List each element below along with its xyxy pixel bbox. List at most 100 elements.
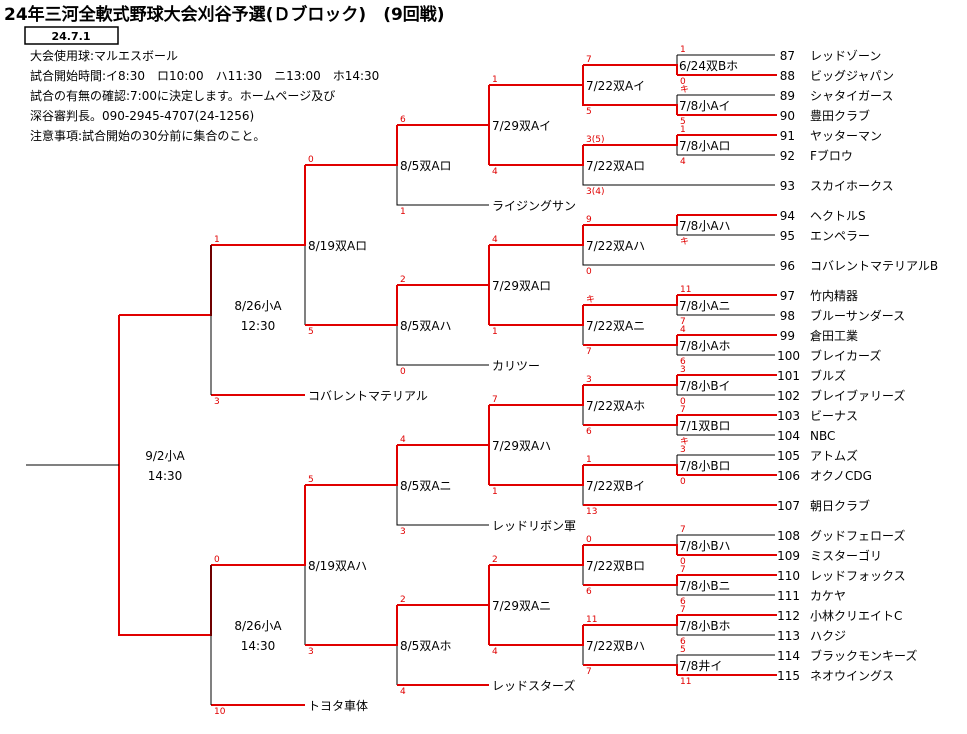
score: 1 (680, 45, 686, 55)
match-label: 7/8小Aホ (679, 339, 731, 353)
score: 0 (586, 535, 592, 545)
team-number: 108 (777, 529, 800, 543)
score: 6 (680, 637, 686, 647)
page-title: 24年三河全軟式野球大会刈谷予選(Ｄブロック) (9回戦) (4, 4, 445, 25)
team-name: レッドゾーン (810, 49, 881, 63)
match-label: 7/22双Aロ (586, 159, 645, 173)
match-label: 7/8小Aロ (679, 139, 731, 153)
score: 0 (400, 367, 406, 377)
score: 1 (586, 455, 592, 465)
score: 6 (586, 427, 592, 437)
kiken-mark: キ (680, 85, 689, 95)
team-number: 92 (780, 149, 795, 163)
seed-team-name: レッドリボン軍 (492, 519, 576, 533)
date-box-text: 24.7.1 (52, 30, 91, 43)
team-name: ブレイカーズ (810, 348, 881, 363)
match-label: 7/29双Aニ (492, 599, 551, 613)
score: 9 (586, 215, 592, 225)
score: 6 (586, 587, 592, 597)
score: 1 (214, 235, 220, 245)
score: 0 (680, 77, 686, 87)
match-time: 12:30 (241, 319, 276, 333)
team-name: 豊田クラブ (810, 108, 870, 123)
match-label: 7/8小Aニ (679, 299, 731, 313)
match-label: 8/26小A (234, 619, 282, 633)
match-label: 7/22双Aイ (586, 79, 645, 93)
match-label: 8/5双Aロ (400, 159, 452, 173)
team-name: ブルズ (810, 368, 846, 383)
team-name: エンペラー (810, 229, 870, 243)
score: 4 (492, 235, 498, 245)
team-name: ブルーサンダース (810, 308, 905, 323)
team-name: ビーナス (810, 409, 858, 423)
score: 5 (680, 117, 686, 127)
score: 7 (492, 395, 498, 405)
kiken-mark: キ (680, 237, 689, 247)
final-match-time: 14:30 (148, 469, 183, 483)
team-name: レッドフォックス (810, 569, 906, 583)
score: 5 (586, 107, 592, 117)
team-number: 99 (780, 329, 795, 343)
team-name: ハクジ (810, 629, 846, 643)
score: 5 (308, 475, 314, 485)
date-box (24, 26, 119, 45)
team-number: 94 (780, 209, 795, 223)
score: 5 (308, 327, 314, 337)
team-number: 110 (777, 569, 800, 583)
match-label: 7/8小Bイ (679, 379, 731, 393)
team-name: 小林クリエイトC (810, 609, 902, 623)
score: 7 (680, 605, 686, 615)
team-name: ブラックモンキーズ (810, 648, 917, 663)
team-name: カケヤ (810, 589, 846, 603)
score: 2 (492, 555, 498, 565)
team-name: ヘクトルS (810, 209, 866, 223)
team-number: 103 (777, 409, 800, 423)
score: 11 (586, 615, 597, 625)
match-label: 7/8小Bハ (679, 539, 731, 553)
team-name: 朝日クラブ (810, 498, 870, 513)
team-number: 106 (777, 469, 800, 483)
score: 6 (680, 357, 686, 367)
team-number: 109 (777, 549, 800, 563)
score: 13 (586, 507, 597, 517)
team-list: 87 レッドゾーン 88 ビッグジャパン 89 シャタイガース 90 豊田クラブ… (777, 49, 938, 683)
match-label: 7/8小Bニ (679, 579, 731, 593)
team-number: 107 (777, 499, 800, 513)
score: 1 (492, 327, 498, 337)
score: 3 (586, 375, 592, 385)
score: 6 (680, 597, 686, 607)
score: 7 (586, 55, 592, 65)
info-notes: 注意事項:試合開始の30分前に集合のこと。 (30, 128, 265, 143)
score: 0 (680, 397, 686, 407)
match-label: 7/8小Bホ (679, 619, 731, 633)
team-number: 96 (780, 259, 795, 273)
score: 2 (400, 275, 406, 285)
team-name: アトムズ (810, 448, 858, 463)
team-name: コバレントマテリアルB (810, 259, 938, 273)
team-number: 87 (780, 49, 795, 63)
score: 4 (492, 167, 498, 177)
info-umpire: 深谷審判長。090-2945-4707(24-1256) (30, 108, 254, 123)
score: 0 (586, 267, 592, 277)
scores: 1 0 キ 1 5 4 3(5) 3(4) 9 キ 11 7 4 6 3 0 7… (214, 45, 691, 717)
score: 7 (680, 317, 686, 327)
team-name: ヤッターマン (810, 129, 882, 143)
team-name: NBC (810, 429, 835, 443)
score: 3 (680, 365, 686, 375)
match-label: 6/24双Bホ (679, 59, 738, 73)
score: 5 (680, 645, 686, 655)
score: 7 (680, 525, 686, 535)
match-label: 8/5双Aホ (400, 639, 452, 653)
team-number: 112 (777, 609, 800, 623)
score: 4 (680, 157, 686, 167)
score: 7 (586, 667, 592, 677)
team-name: 倉田工業 (810, 328, 858, 343)
seed-team-name: カリツー (492, 359, 540, 373)
score: 4 (400, 687, 406, 697)
score: 3(5) (586, 135, 604, 145)
team-number: 100 (777, 349, 800, 363)
match-label: 7/22双Bイ (586, 479, 645, 493)
team-number: 88 (780, 69, 795, 83)
match-label: 7/29双Aハ (492, 439, 551, 453)
